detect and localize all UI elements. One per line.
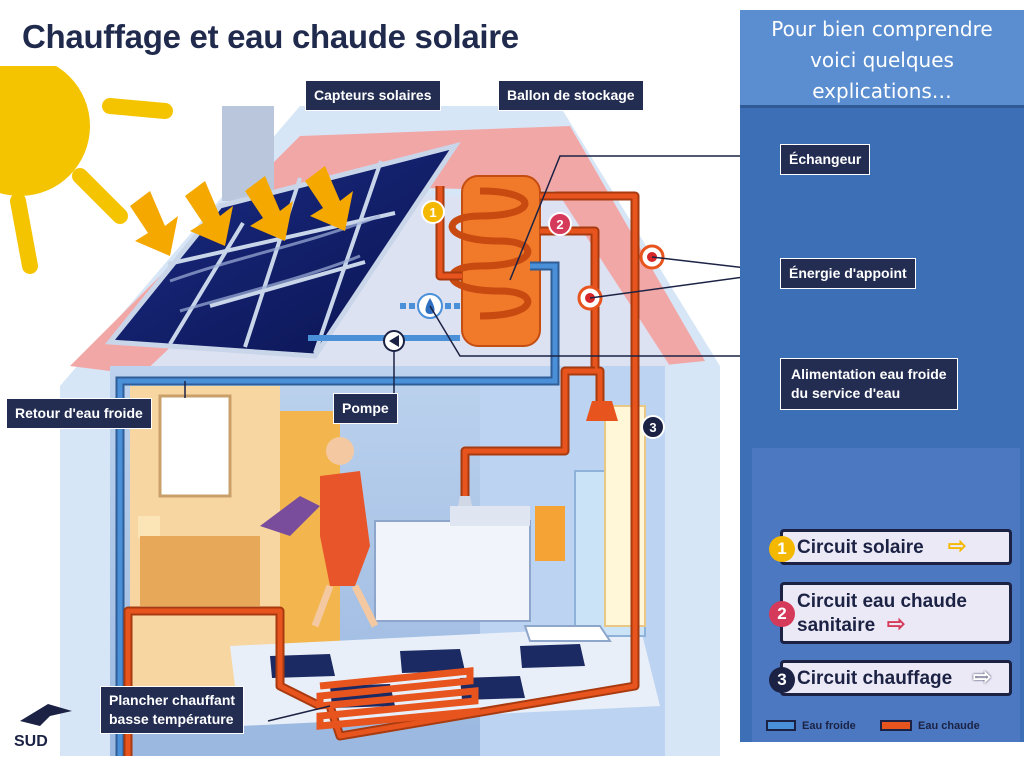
callout-pompe: Pompe (333, 393, 398, 424)
lamp (138, 516, 160, 538)
panel-header-line: explications… (812, 79, 952, 103)
legend-number-2: 2 (769, 601, 795, 627)
page-title: Chauffage et eau chaude solaire (22, 18, 519, 55)
legend-circuit-eau-chaude-sanitaire: 2 Circuit eau chaude sanitaire ⇨ (769, 582, 1012, 644)
legend-number-1: 1 (769, 536, 795, 562)
svg-text:1: 1 (429, 205, 436, 220)
svg-text:3: 3 (649, 420, 656, 435)
legend-number-3: 3 (769, 667, 795, 693)
sun-icon (0, 66, 173, 274)
svg-text:2: 2 (556, 217, 563, 232)
legend-circuit-solaire: 1 Circuit solaire ⇨ (769, 529, 1012, 565)
arrow-right-icon: ⇨ (887, 611, 906, 636)
sud-logo: SUD (14, 704, 72, 750)
callout-energie-appoint: Énergie d'appoint (780, 258, 916, 289)
panel-header-line: voici quelques (810, 48, 954, 72)
bed (140, 536, 260, 606)
callout-retour-eau-froide: Retour d'eau froide (6, 398, 152, 429)
tap (458, 496, 472, 506)
arrow-right-icon: ⇨ (973, 664, 992, 689)
underfloor-coils (316, 667, 481, 730)
panel-header: Pour bien comprendre voici quelques expl… (740, 10, 1024, 108)
legend-circuit-chauffage: 3 Circuit chauffage ⇨ (769, 660, 1012, 696)
svg-text:SUD: SUD (14, 733, 48, 750)
towel (535, 506, 565, 561)
circuit-3-marker: 3 (641, 415, 665, 439)
house-illustration: 1 2 3 SUD (0, 66, 742, 756)
swatch-eau-froide (766, 720, 796, 731)
panel-header-line: Pour bien comprendre (771, 17, 993, 41)
circuit-2-marker: 2 (548, 212, 572, 236)
swatch-label-eau-froide: Eau froide (802, 720, 856, 732)
swatch-label-eau-chaude: Eau chaude (918, 720, 980, 732)
swatch-eau-chaude (880, 720, 912, 731)
arrow-right-icon: ⇨ (948, 533, 967, 558)
sink-cabinet (374, 520, 531, 622)
callout-alimentation-eau-froide: Alimentation eau froide du service d'eau (780, 358, 958, 410)
legend-label: sanitaire (797, 615, 876, 636)
person-illustration (260, 437, 379, 628)
sun-ray-arrows (130, 166, 353, 256)
callout-capteurs-solaires: Capteurs solaires (305, 80, 441, 111)
callout-plancher-chauffant: Plancher chauffant basse température (100, 686, 245, 734)
title-bar: Chauffage et eau chaude solaire (0, 10, 742, 66)
storage-tank (461, 175, 541, 347)
shower-head (586, 401, 618, 421)
legend-label: Circuit eau chaude (797, 591, 967, 612)
callout-echangeur: Échangeur (780, 144, 871, 175)
legend-label: Circuit chauffage (797, 668, 953, 689)
pump-icon (383, 330, 405, 352)
legend-label: Circuit solaire (797, 537, 924, 558)
window (158, 394, 232, 498)
circuit-1-marker: 1 (421, 200, 445, 224)
callout-ballon-de-stockage: Ballon de stockage (498, 80, 644, 111)
